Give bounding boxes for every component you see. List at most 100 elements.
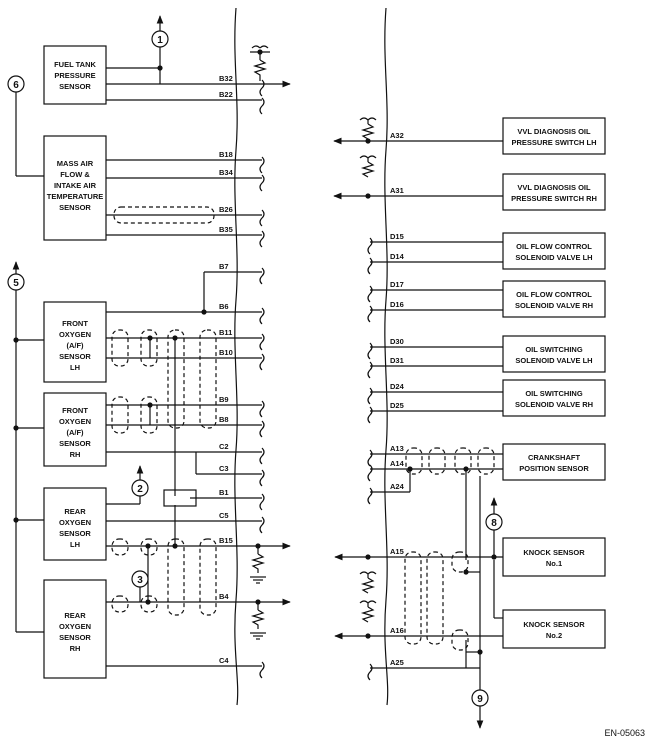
rear-o2-rh-label-4: RH (70, 644, 81, 653)
marker-5: 5 (13, 278, 19, 289)
pin-a24: A24 (390, 482, 405, 491)
pin-b10: B10 (219, 348, 233, 357)
fuel-tank-pressure-sensor-box (43, 45, 107, 105)
marker-1: 1 (157, 35, 163, 46)
left-wires (12, 15, 291, 667)
pin-a31: A31 (390, 186, 404, 195)
knock-sensor-1-box (502, 537, 606, 577)
pin-c5: C5 (219, 511, 229, 520)
right-wires (333, 137, 503, 729)
oil-flow-rh-label-2: SOLENOID VALVE RH (515, 301, 593, 310)
front-o2-lh-label-5: LH (70, 363, 80, 372)
mass-air-flow-sensor-box (43, 135, 107, 241)
pin-d14: D14 (390, 252, 405, 261)
vvl-rh-label-2: PRESSURE SWITCH RH (511, 194, 597, 203)
maf-label-2: FLOW & (60, 170, 90, 179)
fuel-tank-label-1: FUEL TANK (54, 60, 96, 69)
pin-a32: A32 (390, 131, 404, 140)
maf-label-4: TEMPERATURE (47, 192, 104, 201)
oil-flow-rh-label-1: OIL FLOW CONTROL (516, 290, 592, 299)
pin-c4: C4 (219, 656, 229, 665)
pin-b6: B6 (219, 302, 229, 311)
pin-b11: B11 (219, 328, 232, 337)
pin-b9: B9 (219, 395, 229, 404)
ecm-internal-grounds (250, 45, 377, 640)
crankshaft-label-2: POSITION SENSOR (519, 464, 589, 473)
pin-d17: D17 (390, 280, 404, 289)
oil-flow-lh-label-1: OIL FLOW CONTROL (516, 242, 592, 251)
rear-o2-lh-label-3: SENSOR (59, 529, 91, 538)
pin-d25: D25 (390, 401, 404, 410)
maf-label-3: INTAKE AIR (54, 181, 97, 190)
knock-2-label-2: No.2 (546, 631, 562, 640)
vvl-lh-label-2: PRESSURE SWITCH LH (511, 138, 596, 147)
rear-o2-lh-label-1: REAR (64, 507, 86, 516)
vvl-switch-rh-box (502, 173, 606, 211)
front-o2-rh-label-5: RH (70, 450, 81, 459)
oil-flow-valve-rh-box (502, 280, 606, 318)
vvl-lh-label-1: VVL DIAGNOSIS OIL (517, 127, 591, 136)
fuel-tank-label-2: PRESSURE (54, 71, 95, 80)
pin-d16: D16 (390, 300, 404, 309)
knock-sensor-2-box (502, 609, 606, 649)
crankshaft-sensor-box (502, 443, 606, 481)
marker-6: 6 (13, 80, 19, 91)
oil-switch-rh-label-1: OIL SWITCHING (525, 389, 583, 398)
right-shields (404, 447, 495, 651)
front-o2-lh-label-1: FRONT (62, 319, 88, 328)
front-o2-lh-label-3: (A/F) (66, 341, 84, 350)
pin-b4: B4 (219, 592, 229, 601)
pin-a15: A15 (390, 547, 404, 556)
pin-a14: A14 (390, 459, 405, 468)
rear-o2-lh-label-4: LH (70, 540, 80, 549)
front-o2-rh-label-4: SENSOR (59, 439, 91, 448)
front-o2-rh-label-2: OXYGEN (59, 417, 91, 426)
front-o2-rh-label-1: FRONT (62, 406, 88, 415)
front-oxygen-sensor-rh-box (43, 392, 107, 467)
oil-switch-lh-label-2: SOLENOID VALVE LH (515, 356, 592, 365)
pin-d15: D15 (390, 232, 404, 241)
marker-2: 2 (137, 484, 143, 495)
marker-circles (7, 30, 503, 707)
pin-c2: C2 (219, 442, 229, 451)
maf-label-5: SENSOR (59, 203, 91, 212)
pin-b8: B8 (219, 415, 229, 424)
pin-b15: B15 (219, 536, 233, 545)
marker-3: 3 (137, 575, 143, 586)
pin-c3: C3 (219, 464, 229, 473)
oil-flow-valve-lh-box (502, 232, 606, 270)
oil-switch-rh-label-2: SOLENOID VALVE RH (515, 400, 593, 409)
left-pin-breaks (259, 79, 265, 679)
pin-b1: B1 (219, 488, 229, 497)
right-pin-breaks (367, 237, 373, 681)
marker-8: 8 (491, 518, 497, 529)
pin-b7: B7 (219, 262, 229, 271)
pin-b18: B18 (219, 150, 233, 159)
oil-switch-lh-label-1: OIL SWITCHING (525, 345, 583, 354)
pin-b35: B35 (219, 225, 233, 234)
pin-d30: D30 (390, 337, 404, 346)
vvl-rh-label-1: VVL DIAGNOSIS OIL (517, 183, 591, 192)
front-oxygen-sensor-lh-box (43, 301, 107, 383)
rear-o2-rh-label-2: OXYGEN (59, 622, 91, 631)
pin-a13: A13 (390, 444, 404, 453)
front-o2-rh-label-3: (A/F) (66, 428, 84, 437)
relay-block (163, 489, 197, 507)
fuel-tank-label-3: SENSOR (59, 82, 91, 91)
oil-switching-valve-lh-box (502, 335, 606, 373)
oil-flow-lh-label-2: SOLENOID VALVE LH (515, 253, 592, 262)
oil-switching-valve-rh-box (502, 379, 606, 417)
crankshaft-label-1: CRANKSHAFT (528, 453, 580, 462)
rear-oxygen-sensor-lh-box (43, 487, 107, 561)
marker-9: 9 (477, 694, 483, 705)
pin-b22: B22 (219, 90, 233, 99)
maf-label-1: MASS AIR (57, 159, 94, 168)
front-o2-lh-label-4: SENSOR (59, 352, 91, 361)
left-shields (111, 206, 217, 616)
rear-o2-lh-label-2: OXYGEN (59, 518, 91, 527)
pin-d31: D31 (390, 356, 404, 365)
diagram-code: EN-05063 (604, 728, 645, 738)
pin-d24: D24 (390, 382, 405, 391)
